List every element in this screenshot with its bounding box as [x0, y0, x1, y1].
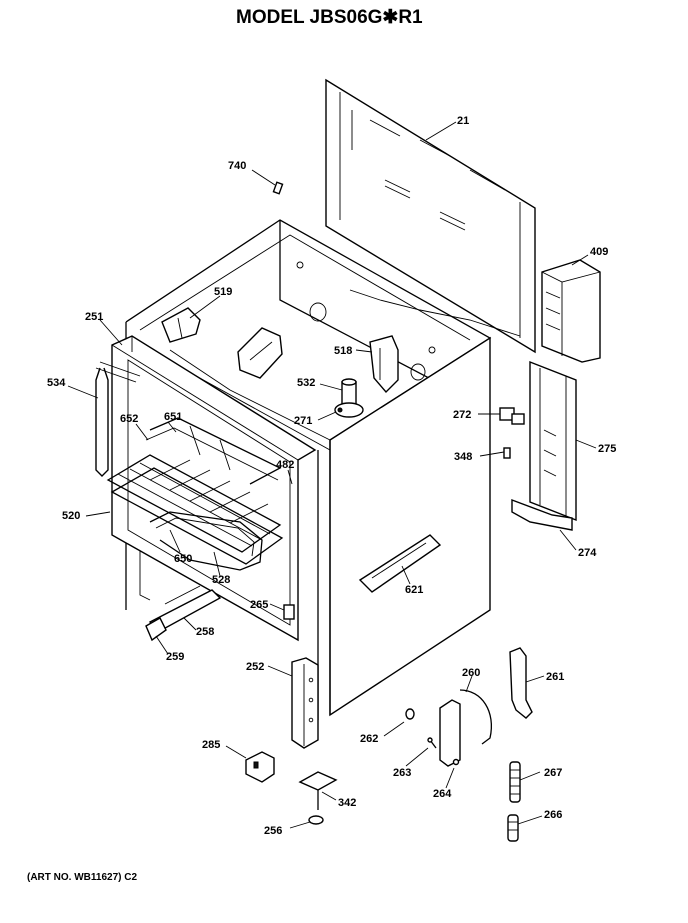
- part-266-spring: [507, 814, 519, 842]
- part-275-side-panel: [529, 360, 577, 522]
- part-265: [283, 604, 295, 620]
- part-21-back-panel: [325, 78, 536, 354]
- part-258-259: [145, 585, 222, 642]
- fasteners-262-263-264: [405, 708, 460, 766]
- callout-271: 271: [294, 415, 312, 427]
- callout-251: 251: [85, 311, 103, 323]
- callout-409: 409: [590, 246, 608, 258]
- part-272-348: [499, 407, 525, 459]
- oven-rack: [106, 417, 284, 565]
- part-260-hinge: [439, 689, 492, 767]
- callout-256: 256: [264, 825, 282, 837]
- callout-265: 265: [250, 599, 268, 611]
- callout-275: 275: [598, 443, 616, 455]
- callout-534: 534: [47, 377, 66, 389]
- bottom-shield: [237, 327, 283, 379]
- part-285: [245, 751, 275, 783]
- callout-264: 264: [433, 788, 452, 800]
- callout-274: 274: [578, 547, 597, 559]
- callout-528: 528: [212, 574, 230, 586]
- callout-272: 272: [453, 409, 471, 421]
- callout-342: 342: [338, 797, 356, 809]
- range-cabinet: [125, 219, 492, 720]
- callout-258: 258: [196, 626, 214, 638]
- art-number: (ART NO. WB11627) C2: [27, 872, 137, 883]
- leader-lines: [67, 121, 597, 829]
- part-267-spring: [509, 761, 521, 803]
- part-342-256-leveler: [298, 771, 338, 825]
- callout-285: 285: [202, 739, 220, 751]
- part-274-bracket: [511, 498, 573, 531]
- callout-252: 252: [246, 661, 264, 673]
- callout-labels: 21 740 409 519 251 518 534 532 271 272 6…: [47, 115, 616, 837]
- callout-263: 263: [393, 767, 411, 779]
- callout-740: 740: [228, 160, 246, 172]
- part-621-bracket: [358, 534, 442, 593]
- callout-519: 519: [214, 286, 232, 298]
- callout-259: 259: [166, 651, 184, 663]
- part-519: [161, 307, 201, 343]
- callout-651: 651: [164, 411, 182, 423]
- callout-262: 262: [360, 733, 378, 745]
- model-title: MODEL JBS06G✱R1: [236, 7, 423, 28]
- callout-482: 482: [276, 459, 294, 471]
- callout-267: 267: [544, 767, 562, 779]
- callout-650: 650: [174, 553, 192, 565]
- part-252-post: [291, 657, 319, 749]
- callout-260: 260: [462, 667, 480, 679]
- callout-621: 621: [405, 584, 423, 596]
- callout-21: 21: [457, 115, 469, 127]
- part-409-block: [541, 259, 601, 363]
- callout-261: 261: [546, 671, 564, 683]
- callout-266: 266: [544, 809, 562, 821]
- callout-652: 652: [120, 413, 138, 425]
- part-528-element: [149, 511, 263, 571]
- callout-532: 532: [297, 377, 315, 389]
- front-frame: [111, 335, 317, 642]
- callout-520: 520: [62, 510, 80, 522]
- part-518: [369, 335, 399, 394]
- part-532-271-valve: [334, 378, 364, 418]
- part-534-gasket: [95, 361, 141, 477]
- part-740-clip: [272, 181, 284, 195]
- callout-518: 518: [334, 345, 352, 357]
- callout-348: 348: [454, 451, 472, 463]
- part-261: [509, 647, 533, 719]
